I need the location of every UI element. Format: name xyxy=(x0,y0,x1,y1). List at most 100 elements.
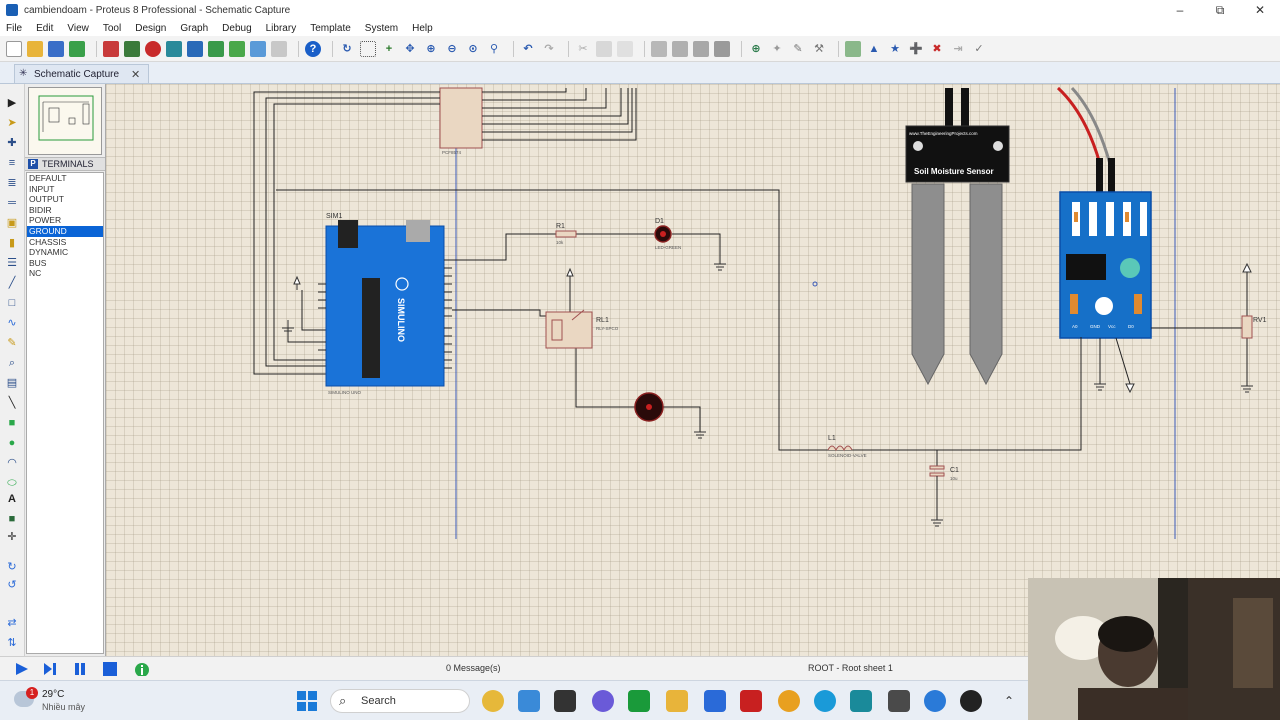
edge-icon[interactable] xyxy=(814,690,836,712)
zoom-app-icon[interactable] xyxy=(924,690,946,712)
new-file-icon[interactable] xyxy=(6,40,22,57)
circle-tool-icon[interactable]: ● xyxy=(8,437,16,449)
device-pins-icon[interactable]: ☰ xyxy=(7,257,17,269)
menu-library[interactable]: Library xyxy=(265,22,297,34)
help-icon[interactable]: ? xyxy=(305,40,321,57)
bom-icon[interactable] xyxy=(208,40,224,57)
copy-icon[interactable] xyxy=(596,40,612,57)
menu-file[interactable]: File xyxy=(6,22,23,34)
voltage-probe-icon[interactable]: ✎ xyxy=(7,337,17,349)
terminal-item-chassis[interactable]: CHASSIS xyxy=(29,236,67,247)
terminal-item-ground[interactable]: GROUND xyxy=(27,225,103,237)
picker-badge[interactable]: P xyxy=(28,159,38,169)
terminal-item-dynamic[interactable]: DYNAMIC xyxy=(29,247,69,258)
netlist-icon[interactable] xyxy=(250,40,266,57)
terminal-item-nc[interactable]: NC xyxy=(29,268,42,279)
make-device-icon[interactable]: ✦ xyxy=(772,43,782,55)
gerber-icon[interactable] xyxy=(166,40,182,57)
terminal-item-power[interactable]: POWER xyxy=(29,215,62,226)
menu-help[interactable]: Help xyxy=(412,22,433,34)
text-tool-icon[interactable]: A xyxy=(8,493,16,505)
step-icon[interactable] xyxy=(42,662,58,676)
undo-icon[interactable]: ↶ xyxy=(523,43,533,55)
electrical-rule-check-icon[interactable]: ✓ xyxy=(974,43,984,55)
arduino-uno-board[interactable]: SIM1 SIMULINO SIMULINO UNO xyxy=(325,213,445,395)
block-rotate-icon[interactable] xyxy=(693,40,709,57)
minimize-button[interactable]: – xyxy=(1176,3,1184,17)
tape-recorder-icon[interactable]: □ xyxy=(8,297,16,309)
moisture-module-board[interactable]: A0 GND Vcc D0 xyxy=(1059,191,1152,339)
rotate-ccw-icon[interactable]: ↺ xyxy=(7,579,17,591)
chrome-icon[interactable] xyxy=(778,690,800,712)
zoom-in-icon[interactable]: ⊕ xyxy=(426,43,436,55)
origin-icon[interactable]: + xyxy=(385,42,393,55)
soil-moisture-sensor[interactable]: www.TheEngineeringProjects.com Soil Mois… xyxy=(905,88,1010,386)
menu-template[interactable]: Template xyxy=(310,22,351,34)
terminal-item-bidir[interactable]: BIDIR xyxy=(29,204,52,215)
graph-mode-icon[interactable]: ╱ xyxy=(8,277,16,289)
zoom-area-icon[interactable]: ⚲ xyxy=(489,43,499,55)
chevron-up-icon[interactable]: ⌃ xyxy=(1004,694,1015,708)
schematic-canvas[interactable]: PCF8574 xyxy=(106,84,1280,656)
symbol-tool-icon[interactable]: ■ xyxy=(8,513,16,525)
paste-icon[interactable] xyxy=(617,40,633,57)
exit-to-parent-icon[interactable]: ⇥ xyxy=(953,43,963,55)
virtual-instruments-icon[interactable]: ▤ xyxy=(6,377,18,389)
tab-schematic-capture[interactable]: ✳ Schematic Capture ✕ xyxy=(14,64,150,83)
info-icon[interactable] xyxy=(134,662,150,676)
open-folder-icon[interactable] xyxy=(27,40,43,57)
menu-debug[interactable]: Debug xyxy=(222,22,252,34)
bus-icon[interactable]: ═ xyxy=(8,197,16,209)
block-copy-icon[interactable] xyxy=(651,40,667,57)
packaging-tool-icon[interactable]: ✎ xyxy=(793,43,803,55)
play-icon[interactable] xyxy=(14,662,30,676)
pcf8574-ic[interactable]: PCF8574 xyxy=(439,87,483,155)
wire-label-icon[interactable]: ≡ xyxy=(8,157,16,169)
component-mode-icon[interactable]: ➤ xyxy=(7,117,17,129)
terminal-item-bus[interactable]: BUS xyxy=(29,257,47,268)
zoom-out-icon[interactable]: ⊖ xyxy=(447,43,457,55)
overview-window[interactable] xyxy=(28,87,102,155)
3d-view-icon[interactable] xyxy=(187,40,203,57)
menu-view[interactable]: View xyxy=(67,22,89,34)
menu-edit[interactable]: Edit xyxy=(36,22,54,34)
property-assign-icon[interactable]: ★ xyxy=(890,43,900,55)
stop-icon[interactable] xyxy=(102,662,118,676)
block-delete-icon[interactable] xyxy=(714,40,730,57)
copilot-icon[interactable] xyxy=(518,690,540,712)
capacitor-c1[interactable]: C1 10u xyxy=(929,450,959,520)
terminal-item-output[interactable]: OUTPUT xyxy=(29,194,64,205)
wire-autorouter-icon[interactable] xyxy=(845,40,861,57)
led-d1[interactable]: D1 LED-GREEN xyxy=(654,218,681,250)
text-script-icon[interactable]: ≣ xyxy=(7,177,17,189)
pan-icon[interactable]: ✥ xyxy=(405,43,415,55)
menu-system[interactable]: System xyxy=(364,22,399,34)
redo-icon[interactable]: ↷ xyxy=(544,43,554,55)
obs-icon[interactable] xyxy=(960,690,982,712)
terminal-item-default[interactable]: DEFAULT xyxy=(29,173,67,183)
decompose-icon[interactable]: ⚒ xyxy=(814,43,824,55)
grid-icon[interactable] xyxy=(360,40,376,57)
mirror-y-icon[interactable]: ⇅ xyxy=(7,637,17,649)
generator-icon[interactable]: ∿ xyxy=(7,317,17,329)
pick-device-icon[interactable]: ⊕ xyxy=(751,43,761,55)
mirror-x-icon[interactable]: ⇄ xyxy=(7,617,17,629)
proteus-taskbar-icon[interactable] xyxy=(888,690,910,712)
task-view-icon[interactable] xyxy=(554,690,576,712)
menu-tool[interactable]: Tool xyxy=(102,22,122,34)
search-tag-icon[interactable]: ▲ xyxy=(868,42,880,55)
file-explorer-icon[interactable] xyxy=(666,690,688,712)
cut-icon[interactable]: ✂ xyxy=(578,43,588,55)
weather-widget[interactable]: 1 29°C Nhiều mây xyxy=(14,687,104,715)
source-code-icon[interactable] xyxy=(229,40,245,57)
import-icon[interactable] xyxy=(69,40,85,57)
refresh-icon[interactable]: ↻ xyxy=(342,43,352,55)
design-explorer-icon[interactable] xyxy=(271,40,287,57)
xbox-icon[interactable] xyxy=(628,690,650,712)
terminal-item-input[interactable]: INPUT xyxy=(29,183,55,194)
windows-start-icon[interactable] xyxy=(296,690,318,712)
marker-tool-icon[interactable]: ✛ xyxy=(7,531,17,543)
menu-design[interactable]: Design xyxy=(135,22,167,34)
pdf-reader-icon[interactable] xyxy=(740,690,762,712)
close-button[interactable]: ✕ xyxy=(1254,3,1266,17)
